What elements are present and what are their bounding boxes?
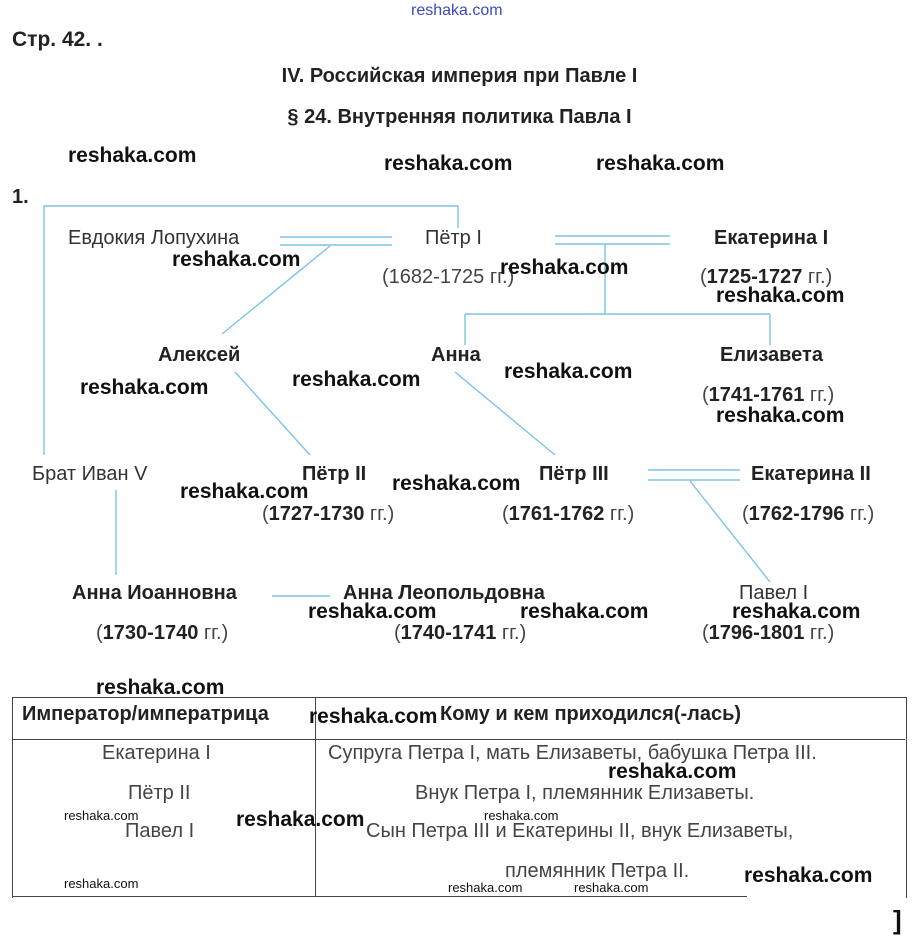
- years-anna-ioannovna: (1730-1740 гг.): [96, 622, 229, 644]
- watermark: reshaka.com: [309, 705, 438, 728]
- watermark: reshaka.com: [504, 360, 633, 383]
- node-alexei: Алексей: [158, 344, 241, 366]
- relations-table: [12, 697, 907, 898]
- page-reference: Стр. 42. .: [12, 28, 103, 51]
- node-peter2: Пётр II: [302, 463, 367, 485]
- years-peter2: (1727-1730 гг.): [262, 503, 395, 525]
- corner-mark: ]: [893, 905, 902, 935]
- table-cell-ruler: Пётр II: [128, 782, 191, 804]
- watermark: reshaka.com: [96, 676, 225, 699]
- watermark: reshaka.com: [308, 600, 437, 623]
- table-cell-relation: Внук Петра I, племянник Елизаветы.: [415, 782, 755, 804]
- table-header-ruler: Император/императрица: [22, 703, 269, 725]
- node-ivan5: Брат Иван V: [32, 463, 148, 485]
- watermark: reshaka.com: [448, 880, 523, 895]
- node-anna: Анна: [431, 344, 481, 366]
- watermark: reshaka.com: [68, 144, 197, 167]
- watermark: reshaka.com: [392, 472, 521, 495]
- watermark: reshaka.com: [292, 368, 421, 391]
- table-cell-ruler: Павел I: [125, 820, 195, 842]
- node-anna-ioannovna: Анна Иоанновна: [72, 582, 237, 604]
- table-header-relation: Кому и кем приходился(-лась): [440, 703, 742, 725]
- watermark: reshaka.com: [716, 284, 845, 307]
- years-ekaterina2: (1762-1796 гг.): [742, 503, 875, 525]
- table-cell-relation: Сын Петра III и Екатерины II, внук Елиза…: [366, 820, 794, 842]
- table-cell-ruler: Екатерина I: [102, 742, 211, 764]
- years-pavel1: (1796-1801 гг.): [702, 622, 835, 644]
- node-peter3: Пётр III: [539, 463, 609, 485]
- table-bottom-border: [12, 896, 747, 897]
- watermark: reshaka.com: [574, 880, 649, 895]
- node-elizaveta: Елизавета: [720, 344, 823, 366]
- table-cell-relation: Супруга Петра I, мать Елизаветы, бабушка…: [328, 742, 817, 764]
- connector-peter2: [234, 371, 311, 456]
- connector-alexei: [221, 245, 331, 335]
- table-header-divider: [12, 739, 905, 740]
- watermark: reshaka.com: [236, 808, 365, 831]
- watermark: reshaka.com: [411, 2, 503, 19]
- watermark: reshaka.com: [384, 152, 513, 175]
- watermark: reshaka.com: [64, 808, 139, 823]
- watermark: reshaka.com: [80, 376, 209, 399]
- watermark: reshaka.com: [172, 248, 301, 271]
- years-anna-leopoldovna: (1740-1741 гг.): [394, 622, 527, 644]
- watermark: reshaka.com: [732, 600, 861, 623]
- watermark: reshaka.com: [64, 876, 139, 891]
- years-peter3: (1761-1762 гг.): [502, 503, 635, 525]
- watermark: reshaka.com: [716, 404, 845, 427]
- node-evdokia: Евдокия Лопухина: [68, 227, 240, 249]
- section-title: § 24. Внутренняя политика Павла I: [287, 106, 632, 128]
- years-peter1: (1682-1725 гг.): [382, 266, 515, 288]
- node-peter1: Пётр I: [425, 227, 482, 249]
- watermark: reshaka.com: [180, 480, 309, 503]
- task-number: 1.: [12, 186, 29, 208]
- watermark: reshaka.com: [744, 864, 873, 887]
- watermark: reshaka.com: [596, 152, 725, 175]
- watermark: reshaka.com: [484, 808, 559, 823]
- node-pavel1: Павел I: [739, 582, 809, 604]
- connector-peter3: [454, 371, 556, 456]
- watermark: reshaka.com: [500, 256, 629, 279]
- table-cell-relation-continuation: племянник Петра II.: [505, 860, 690, 882]
- node-ekaterina1: Екатерина I: [714, 227, 829, 249]
- family-tree-connectors: [43, 205, 771, 597]
- watermark: reshaka.com: [608, 760, 737, 783]
- years-elizaveta: (1741-1761 гг.): [702, 384, 835, 406]
- chapter-title: IV. Российская империя при Павле I: [281, 65, 638, 87]
- connector-pavel1: [689, 480, 771, 583]
- node-ekaterina2: Екатерина II: [751, 463, 871, 485]
- table-column-divider: [315, 697, 316, 897]
- watermark: reshaka.com: [520, 600, 649, 623]
- node-anna-leopoldovna: Анна Леопольдовна: [343, 582, 545, 604]
- years-ekaterina1: (1725-1727 гг.): [700, 266, 833, 288]
- connector-ivan-peter1: [43, 205, 459, 455]
